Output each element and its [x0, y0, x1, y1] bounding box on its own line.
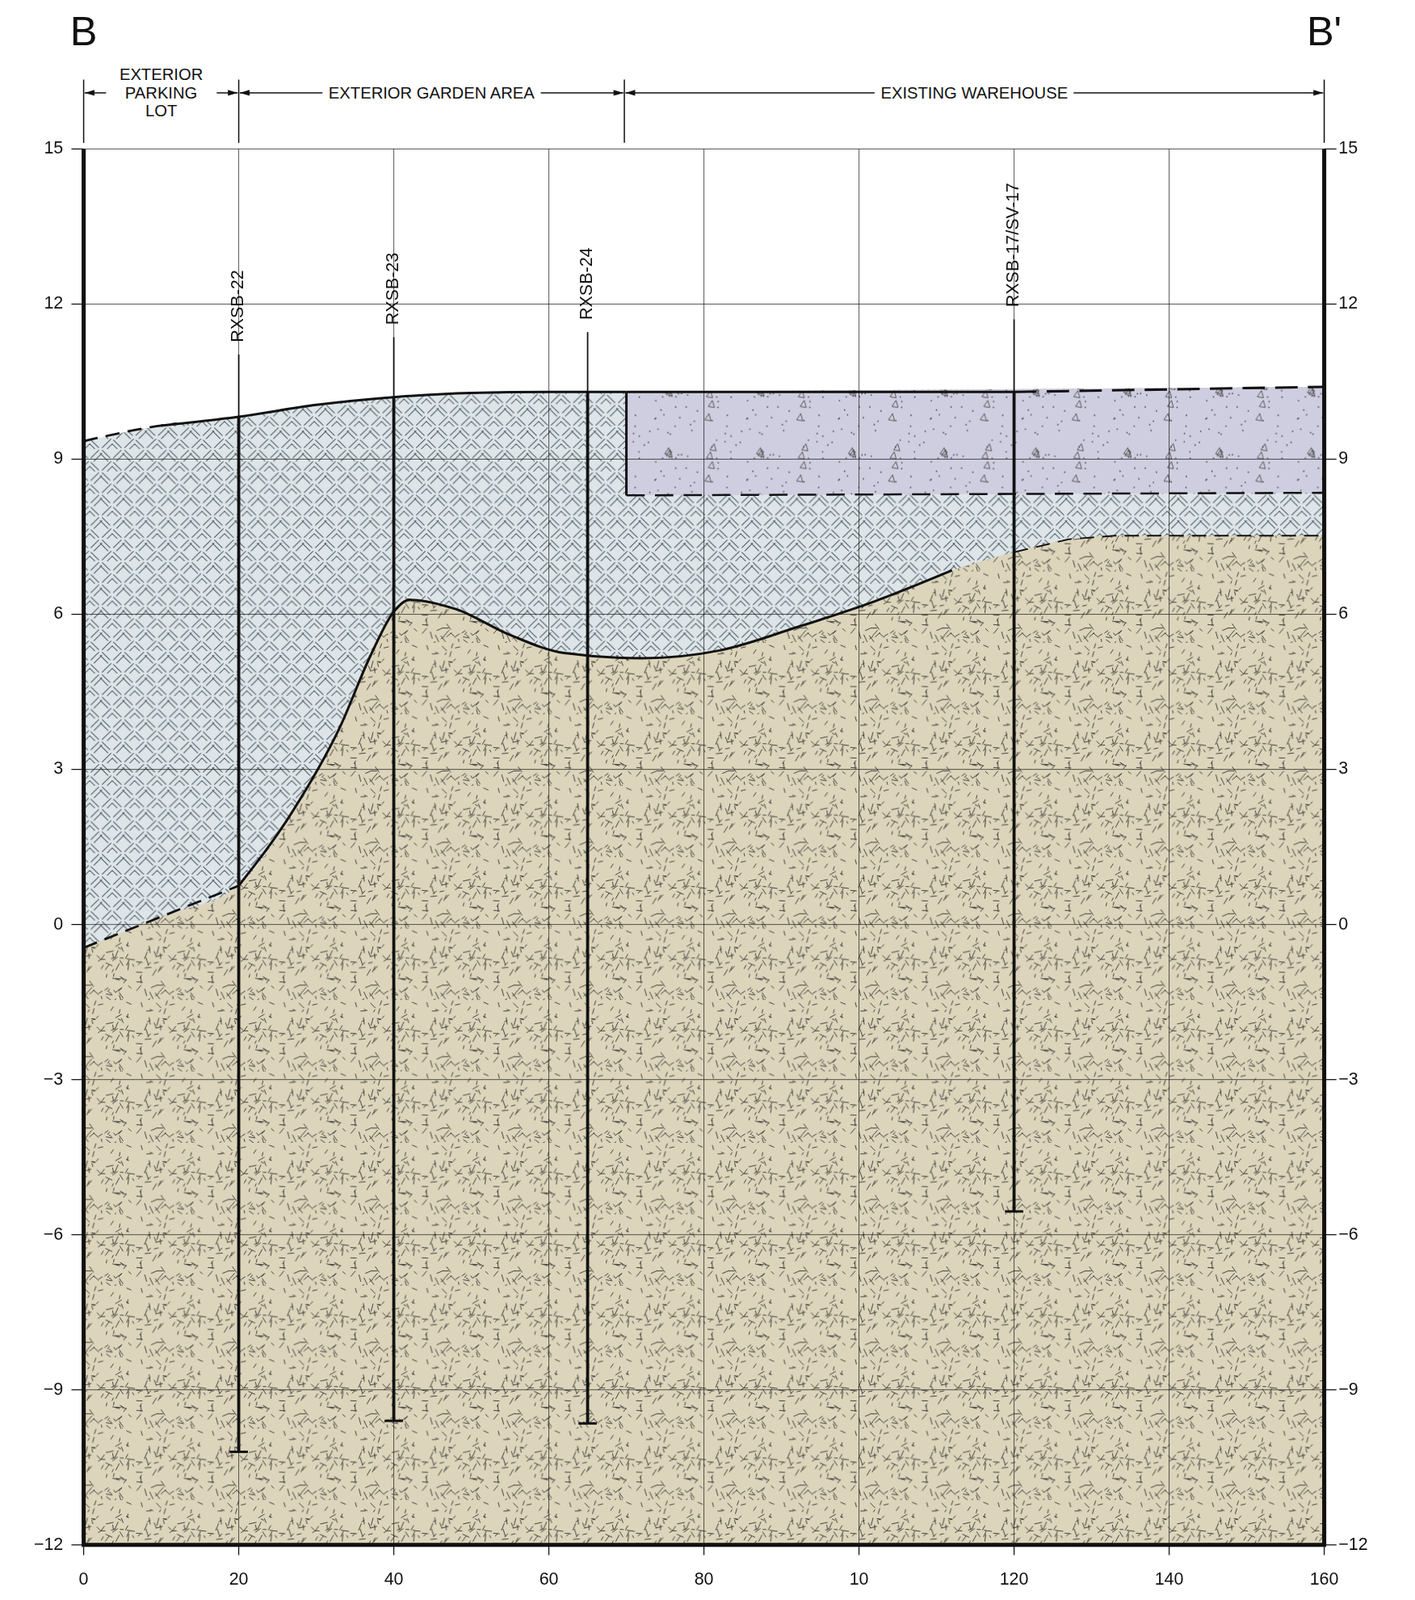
zone-label: EXTERIOR PARKING LOT: [105, 66, 216, 121]
axis-tick-label: 60: [539, 1570, 559, 1590]
axis-tick-label: 3: [53, 759, 63, 780]
axis-tick-label: 3: [1338, 759, 1348, 780]
axis-tick-label: 9: [53, 449, 63, 470]
leader-line: [238, 354, 240, 417]
axis-tick-label: −12: [33, 1535, 63, 1555]
boring-label: RXSB-24: [578, 247, 598, 320]
axis-tick-label: −3: [43, 1070, 63, 1090]
leader-line: [1013, 319, 1016, 392]
axis-tick-label: 6: [53, 604, 63, 625]
axis-tick-label: −9: [43, 1380, 63, 1400]
axis-tick-label: 80: [694, 1570, 714, 1590]
axis-tick-label: 40: [384, 1570, 404, 1590]
contacts: [83, 386, 1325, 949]
leader-line: [393, 336, 395, 397]
axis-tick-label: 15: [1338, 139, 1358, 160]
section-letter: B: [70, 8, 98, 54]
axis-tick-label: 160: [1310, 1570, 1340, 1590]
concrete-slab: [626, 386, 1325, 496]
frame: [71, 148, 1336, 1555]
axis-tick-label: −6: [43, 1225, 63, 1245]
section-letter: B': [1306, 8, 1342, 54]
boring-label: RXSB-17/SV-17: [1004, 182, 1025, 307]
axis-tick-label: 20: [229, 1570, 249, 1590]
axis-tick-label: −3: [1338, 1070, 1358, 1090]
axis-tick-label: 15: [43, 139, 63, 160]
boring-label: RXSB-23: [384, 252, 404, 326]
axis-tick-label: 120: [999, 1570, 1029, 1590]
axis-tick-label: −9: [1338, 1380, 1358, 1400]
leader-line: [587, 331, 589, 392]
axis-tick-label: 140: [1154, 1570, 1185, 1590]
axis-tick-label: 12: [1338, 294, 1358, 315]
axis-tick-label: 0: [53, 915, 63, 935]
zone-label: EXTERIOR GARDEN AREA: [322, 83, 541, 102]
zone-label: EXISTING WAREHOUSE: [874, 83, 1075, 102]
axis-tick-label: 12: [43, 294, 63, 315]
axis-tick-label: −6: [1338, 1225, 1358, 1245]
grid: [83, 148, 1325, 1545]
zone-dimensions: [83, 79, 1325, 143]
borings: [229, 319, 1024, 1452]
axis-tick-label: 9: [1338, 449, 1348, 470]
axis-tick-label: 10: [849, 1570, 870, 1590]
axis-tick-label: 0: [1338, 915, 1348, 935]
axis-tick-label: −12: [1338, 1535, 1368, 1555]
axis-tick-label: 0: [79, 1570, 89, 1590]
axis-tick-label: 6: [1338, 604, 1348, 625]
boring-label: RXSB-22: [229, 269, 249, 343]
